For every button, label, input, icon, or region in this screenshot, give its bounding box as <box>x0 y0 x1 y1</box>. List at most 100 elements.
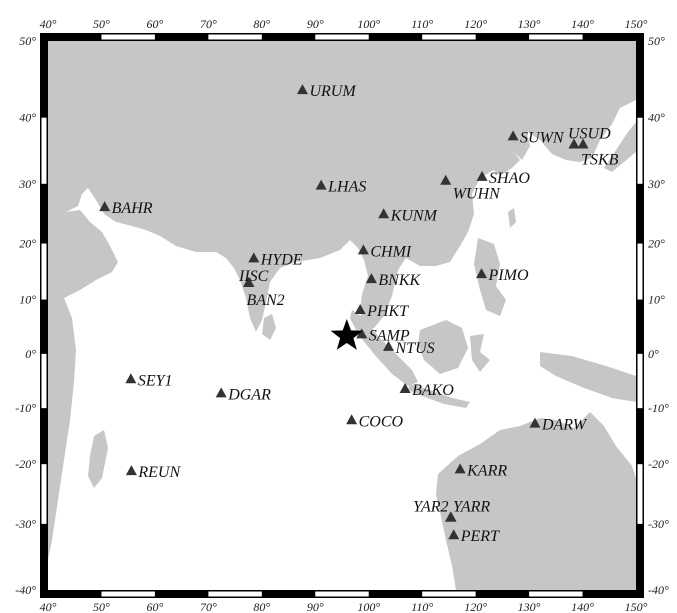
station-marker <box>476 268 488 279</box>
station-label: LHAS <box>327 179 366 196</box>
lat-tick-label-left: 40° <box>19 111 36 125</box>
frame-segment <box>637 464 643 524</box>
lat-tick-label-left: 30° <box>18 177 36 191</box>
station-label: BAKO <box>412 382 454 399</box>
frame-segment <box>422 591 476 597</box>
lon-tick-label-top: 50° <box>93 17 110 31</box>
lat-tick-label-left: -40° <box>15 583 36 597</box>
station-label: HYDE <box>260 251 303 268</box>
borneo-island <box>418 320 468 374</box>
lon-tick-label-bottom: 70° <box>200 600 217 613</box>
arabia-landmass <box>48 210 118 302</box>
station-label: PERT <box>460 528 500 545</box>
station-label: SUWN <box>520 129 565 146</box>
lon-tick-label-bottom: 80° <box>253 600 270 613</box>
lat-tick-label-right: 50° <box>648 34 665 48</box>
station-label: YAR2 <box>413 499 448 516</box>
lon-tick-label-bottom: 140° <box>571 600 594 613</box>
lon-tick-label-bottom: 90° <box>307 600 324 613</box>
lon-tick-label-top: 60° <box>147 17 164 31</box>
frame-segment <box>208 591 262 597</box>
station-marker <box>354 303 366 314</box>
frame-segment <box>637 117 643 184</box>
lat-tick-label-right: -10° <box>648 401 669 415</box>
lat-tick-label-right: -20° <box>648 457 669 471</box>
frame-segment <box>315 591 369 597</box>
frame-segment <box>529 591 583 597</box>
sulawesi-island <box>470 334 490 372</box>
station-label: USUD <box>568 125 611 142</box>
lat-tick-label-left: -30° <box>15 517 36 531</box>
frame-segment <box>41 117 47 184</box>
station-marker <box>357 244 369 255</box>
frame-segment <box>529 34 583 40</box>
lon-tick-label-bottom: 110° <box>411 600 433 613</box>
lon-tick-label-bottom: 100° <box>357 600 380 613</box>
station-label: COCO <box>359 413 404 430</box>
lon-tick-label-top: 130° <box>518 17 541 31</box>
station-label: BAN2 <box>246 292 284 309</box>
epicenter-star <box>330 319 363 350</box>
station-label: WUHN <box>453 186 501 203</box>
axis-tick-labels: 40° 40° 50° 50° 60° 60° 70° 70° 80° 80° 90° 90° 100°… <box>15 17 669 613</box>
lat-tick-label-left: 0° <box>25 347 36 361</box>
station-label: SHAO <box>489 170 530 187</box>
frame-segment <box>637 353 643 409</box>
lat-tick-label-right: 0° <box>648 347 659 361</box>
station-label: DARW <box>541 417 588 434</box>
africa-landmass <box>48 298 76 560</box>
lon-tick-label-top: 110° <box>411 17 433 31</box>
station-marker <box>454 463 466 474</box>
frame-segment <box>637 243 643 300</box>
frame-segment <box>41 464 47 524</box>
station-marker <box>445 511 457 522</box>
lat-tick-label-left: 50° <box>19 34 36 48</box>
lat-tick-label-right: 10° <box>648 293 665 307</box>
sumatra-island <box>350 310 418 386</box>
frame-segment <box>41 353 47 409</box>
lat-tick-label-right: 30° <box>647 177 665 191</box>
lon-tick-label-top: 70° <box>200 17 217 31</box>
station-marker <box>125 465 137 476</box>
lat-tick-label-left: 10° <box>19 293 36 307</box>
station-label: CHMI <box>370 243 412 260</box>
lon-tick-label-bottom: 60° <box>147 600 164 613</box>
madagascar-island <box>88 430 108 488</box>
lat-tick-label-right: 40° <box>648 111 665 125</box>
station-marker <box>296 84 308 95</box>
station-label: URUM <box>309 83 357 100</box>
station-label: NTUS <box>395 340 435 357</box>
lon-tick-label-top: 80° <box>253 17 270 31</box>
lon-tick-label-top: 120° <box>464 17 487 31</box>
srilanka-island <box>262 314 276 340</box>
frame-segment <box>101 34 155 40</box>
land-layer <box>48 41 636 590</box>
station-label: KUNM <box>390 207 439 224</box>
korea-peninsula <box>512 128 530 160</box>
station-marker <box>529 417 541 428</box>
frame-segment <box>208 34 262 40</box>
station-label: SAMP <box>369 327 410 344</box>
station-marker <box>99 201 111 212</box>
lon-tick-label-top: 90° <box>307 17 324 31</box>
station-marker <box>577 138 589 149</box>
lon-tick-label-top: 40° <box>40 17 57 31</box>
station-marker <box>378 208 390 219</box>
lon-tick-label-bottom: 150° <box>625 600 648 613</box>
lon-tick-label-bottom: 40° <box>40 600 57 613</box>
australia-landmass <box>436 412 636 590</box>
lon-tick-label-bottom: 50° <box>93 600 110 613</box>
station-marker <box>399 383 411 394</box>
station-label: REUN <box>137 464 181 481</box>
station-marker <box>383 340 395 351</box>
station-label: YARR <box>453 499 490 516</box>
japan-islands <box>604 122 636 172</box>
frame-segment <box>315 34 369 40</box>
station-label: SEY1 <box>138 372 173 389</box>
frame-segment <box>41 243 47 300</box>
lon-tick-label-bottom: 130° <box>518 600 541 613</box>
philippines-islands <box>474 238 506 316</box>
station-label: PHKT <box>366 303 409 320</box>
new-guinea-island <box>540 352 636 402</box>
